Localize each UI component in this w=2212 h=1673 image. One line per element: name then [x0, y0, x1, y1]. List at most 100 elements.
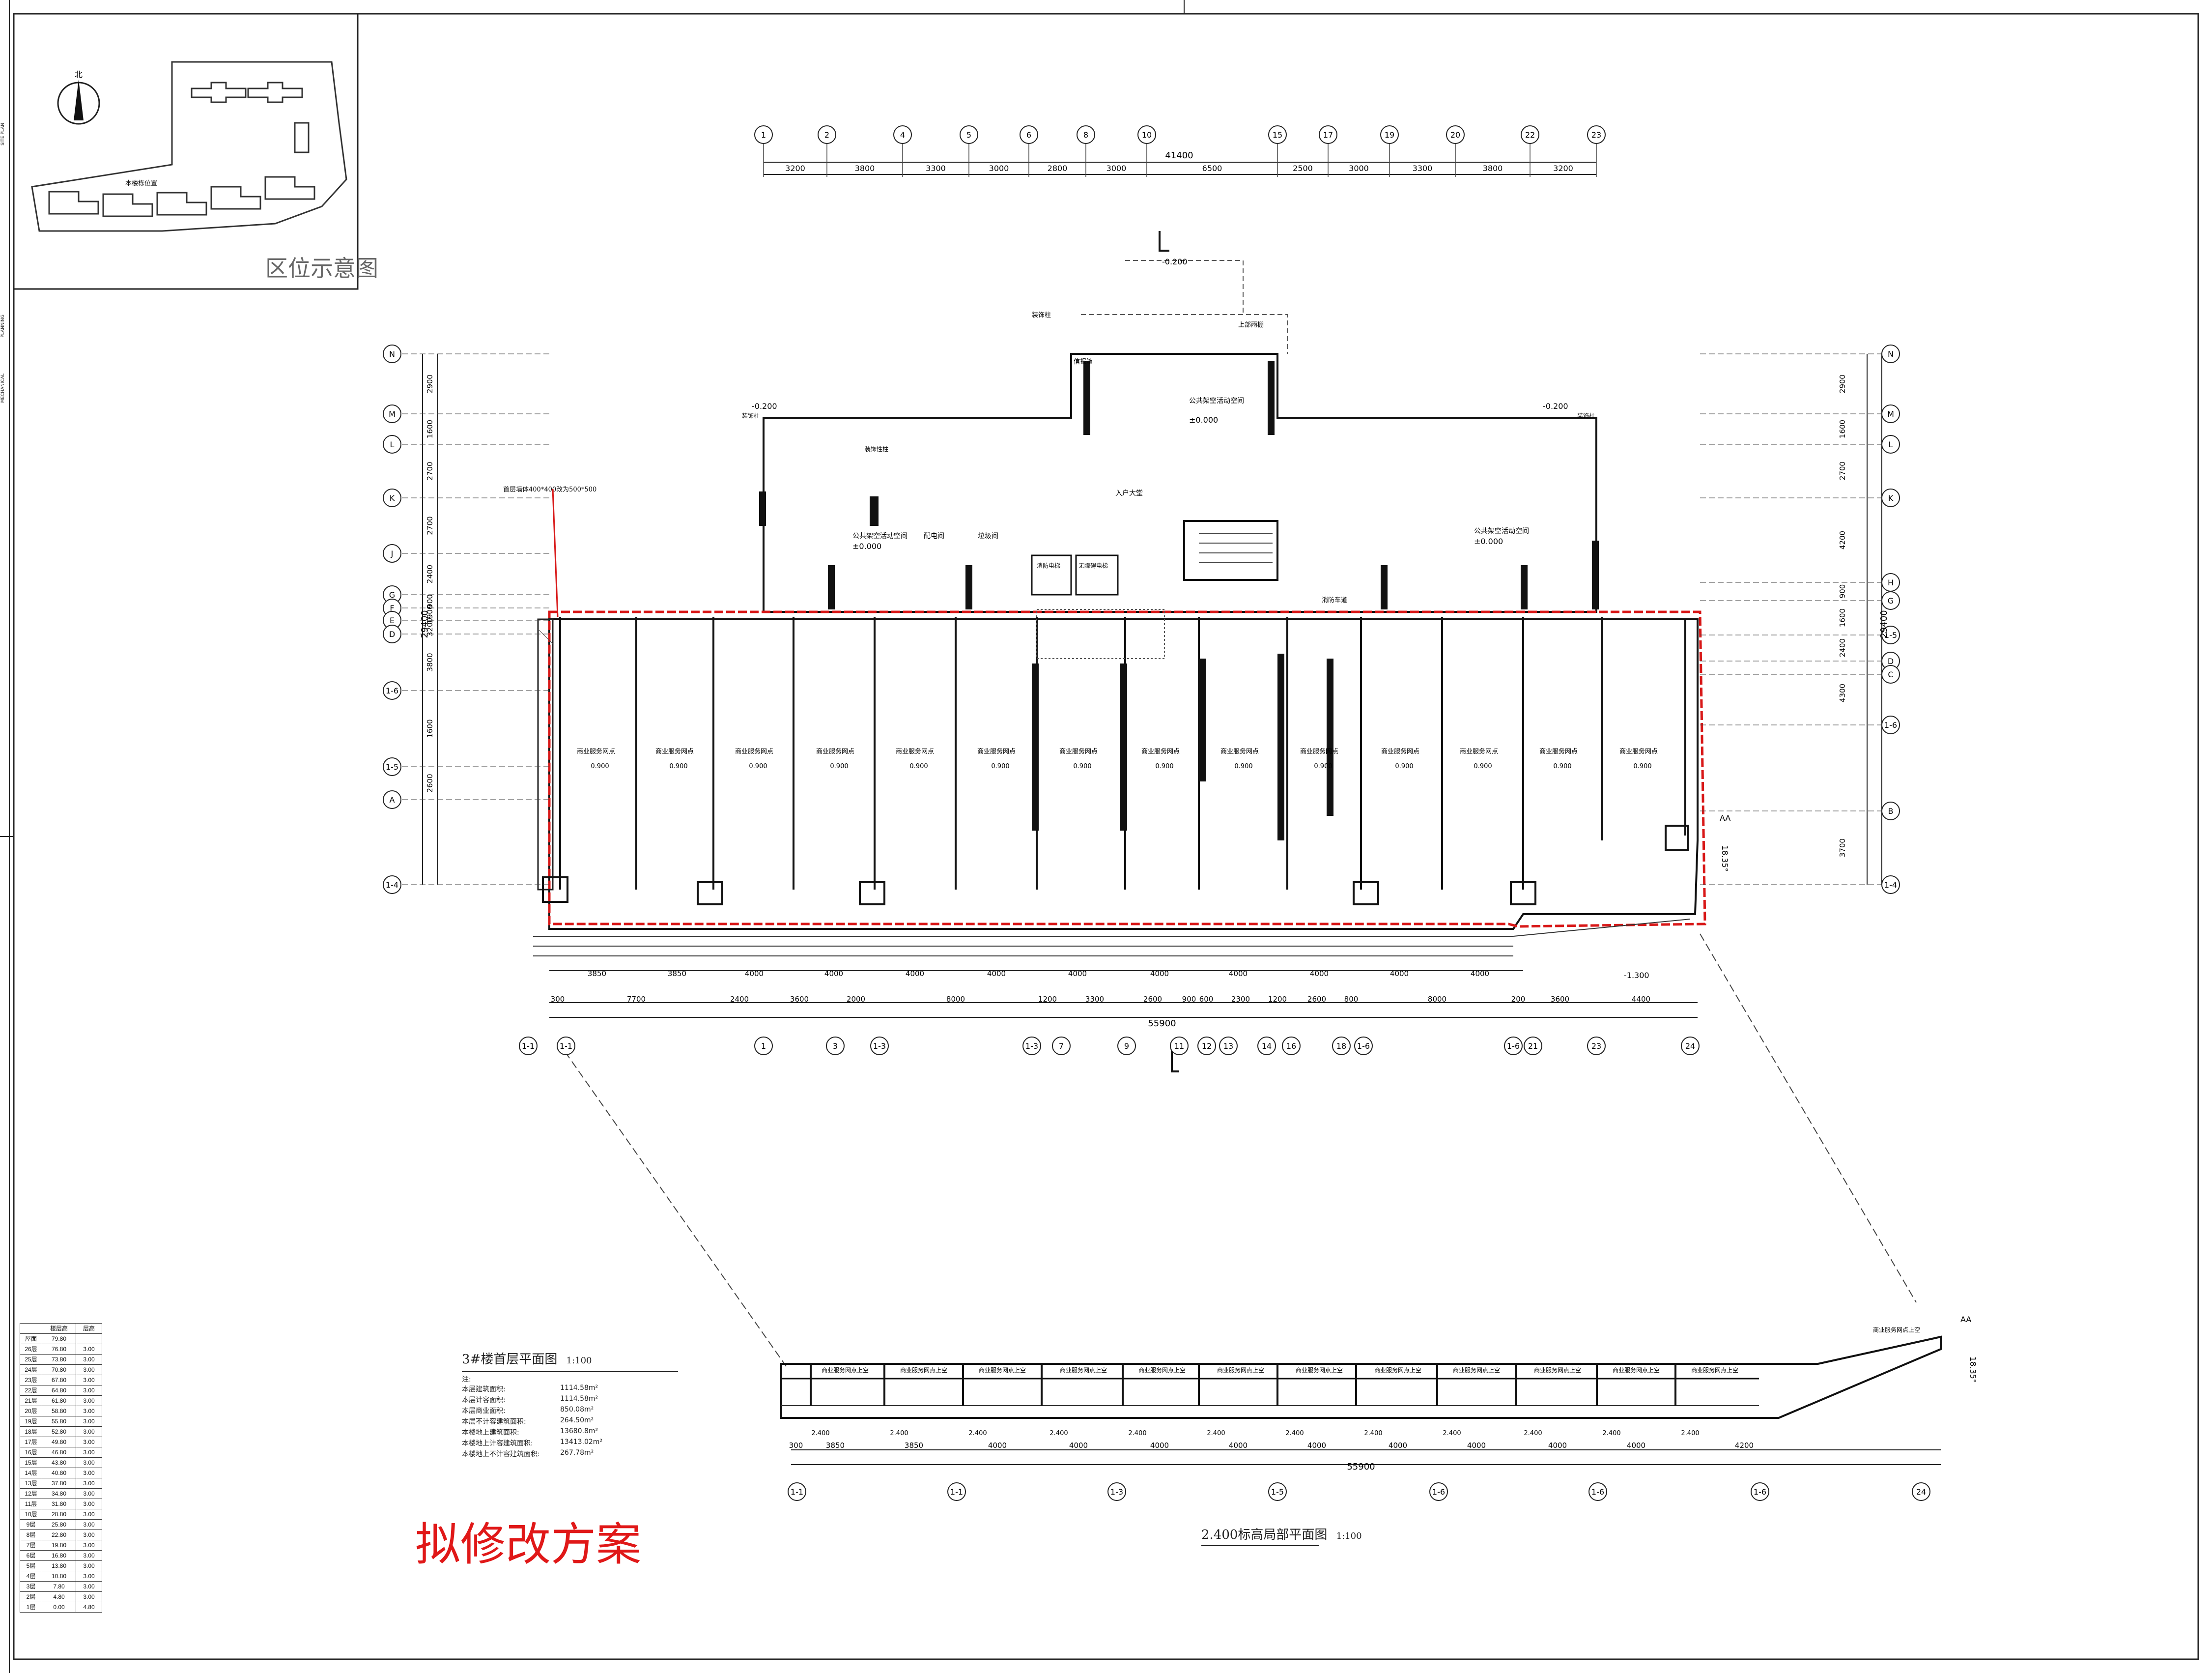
dimension-text: 4000: [906, 969, 924, 978]
plan-title: 3#楼首层平面图 1:100: [462, 1352, 592, 1367]
axis-bubble-top: 22: [1521, 125, 1539, 144]
dimension-text: 1600: [425, 420, 434, 438]
axis-bubble-top: 10: [1137, 125, 1156, 144]
dimension-text: 1600: [425, 719, 434, 738]
axis-label: 10: [1142, 130, 1152, 140]
partial-level: 2.400: [1285, 1430, 1304, 1437]
axis-bubble-bottom: 23: [1587, 1037, 1606, 1055]
dimension-text: 3000: [989, 164, 1009, 173]
dimension-text: 900: [1182, 995, 1196, 1004]
axis-label: 1-3: [1025, 1041, 1038, 1051]
partial-level: 2.400: [1128, 1430, 1146, 1437]
dimension-text: 1200: [1038, 995, 1057, 1004]
site-buildings: [48, 82, 315, 217]
partial-level: 2.400: [890, 1430, 908, 1437]
partial-shop-label: 商业服务网点上空: [1060, 1366, 1107, 1374]
room-label: 装饰柱: [1577, 412, 1595, 419]
axis-label: 9: [1124, 1041, 1129, 1051]
axis-bubble-right: G: [1881, 591, 1900, 610]
axis-bubble-right: 1-6: [1881, 716, 1900, 734]
dimension-text: 1200: [1268, 995, 1287, 1004]
partial-total-dim: 55900: [1347, 1462, 1375, 1472]
axis-label: 20: [1450, 130, 1460, 140]
dimension-text: 2600: [425, 774, 434, 792]
axis-label: K: [390, 493, 395, 503]
level-mark: -1.300: [1624, 971, 1649, 980]
axis-bubble-bottom: 18: [1332, 1037, 1351, 1055]
axis-label: 11: [1174, 1041, 1184, 1051]
dimension-text: 4000: [1310, 969, 1329, 978]
axis-bubble-bottom: 1: [754, 1037, 773, 1055]
north-label: 北: [75, 70, 83, 79]
axis-label: 15: [1273, 130, 1282, 140]
axis-label: 12: [1202, 1041, 1212, 1051]
axis-label: 1-5: [386, 762, 398, 772]
shop-label: 商业服务网点: [896, 748, 934, 755]
axis-label: 13: [1223, 1041, 1233, 1051]
shop-label: 商业服务网点: [1619, 748, 1658, 755]
level-mark: ±0.000: [1189, 415, 1218, 425]
dimension-text: 3000: [1106, 164, 1127, 173]
dimension-text: 4000: [1229, 969, 1248, 978]
shop-label: 商业服务网点: [1539, 748, 1578, 755]
axis-label: G: [1888, 596, 1894, 606]
axis-label: 14: [1262, 1041, 1272, 1051]
axis-label: 24: [1685, 1041, 1695, 1051]
shop-level: 0.900: [1395, 763, 1413, 770]
axis-label: M: [1887, 409, 1894, 419]
north-arrow-icon: [57, 80, 100, 125]
axis-label: F: [390, 604, 394, 613]
dimension-text: 2700: [1838, 462, 1847, 480]
area-row: 本楼地上建筑面积:13680.8m²: [462, 1427, 598, 1437]
room-label: 配电间: [924, 532, 944, 540]
axis-bubble-partial: 1-1: [947, 1482, 966, 1501]
angle-mark: 18.35°: [1720, 845, 1730, 872]
axis-bubble-bottom: 1-1: [557, 1037, 575, 1055]
axis-label: M: [389, 409, 396, 419]
axis-label: 24: [1916, 1487, 1926, 1497]
dimension-text: 4000: [1389, 1441, 1407, 1450]
dimension-text: 3850: [826, 1441, 845, 1450]
dimension-text: 1600: [1838, 608, 1847, 627]
dimension-text: 200: [1511, 995, 1526, 1004]
axis-bubble-bottom: 16: [1282, 1037, 1301, 1055]
dimension-text: 3300: [1413, 164, 1433, 173]
dimension-text: 4000: [1229, 1441, 1248, 1450]
dimension-text: 4000: [1069, 1441, 1088, 1450]
room-label: 装饰柱: [1032, 312, 1051, 319]
dimension-text: 6500: [1202, 164, 1222, 173]
left-total-dim: 29400: [420, 610, 430, 638]
axis-bubble-partial: 1-6: [1429, 1482, 1448, 1501]
shop-level: 0.900: [1314, 763, 1332, 770]
dimension-text: 3300: [1085, 995, 1104, 1004]
axis-label: 8: [1083, 130, 1088, 140]
dimension-text: 4400: [1632, 995, 1650, 1004]
bottom-total-dim: 55900: [1148, 1018, 1176, 1029]
axis-label: N: [389, 349, 395, 359]
axis-label: 1-1: [950, 1487, 963, 1497]
axis-label: 1-3: [873, 1041, 886, 1051]
axis-label: 1-4: [386, 880, 398, 890]
dimension-text: 4000: [1068, 969, 1087, 978]
dimension-text: 3000: [1349, 164, 1369, 173]
dimension-text: 600: [1199, 995, 1214, 1004]
axis-bubble-bottom: 13: [1219, 1037, 1238, 1055]
partial-level: 2.400: [1207, 1430, 1225, 1437]
dimension-text: 4000: [988, 1441, 1007, 1450]
axis-bubble-top: 2: [818, 125, 836, 144]
partial-level: 2.400: [1602, 1430, 1620, 1437]
area-row: 本层不计容建筑面积:264.50m²: [462, 1416, 594, 1426]
partial-level: 2.400: [811, 1430, 829, 1437]
